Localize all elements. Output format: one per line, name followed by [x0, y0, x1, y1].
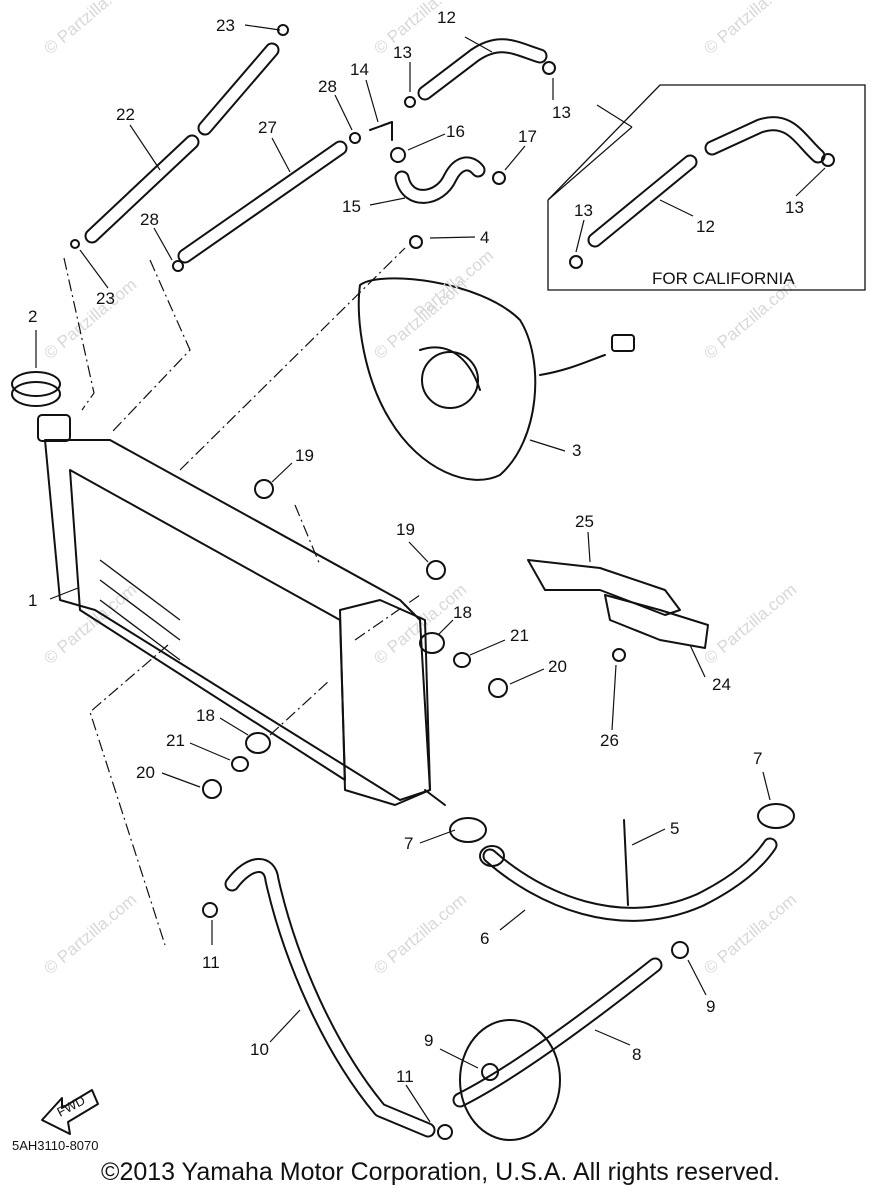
brackets: [202, 479, 709, 799]
callout-4: 4: [480, 228, 489, 247]
watermark: © Partzilla.com: [700, 580, 800, 668]
callout-28: 28: [140, 210, 159, 229]
callout-27: 27: [258, 118, 277, 137]
radiator: [37, 414, 446, 806]
callout-18: 18: [453, 603, 472, 622]
fwd-label: FWD: [54, 1093, 87, 1120]
callout-15: 15: [342, 197, 361, 216]
callout-18: 18: [196, 706, 215, 725]
reference-code: 5AH3110-8070: [12, 1138, 99, 1153]
callout-21: 21: [510, 626, 529, 645]
callout-13: 13: [552, 103, 571, 122]
callout-26: 26: [600, 731, 619, 750]
watermark: © Partzilla.com: [700, 890, 800, 978]
callout-13: 13: [393, 43, 412, 62]
callout-23: 23: [96, 289, 115, 308]
callout-24: 24: [712, 675, 731, 694]
callout-21: 21: [166, 731, 185, 750]
watermark: © Partzilla.com: [40, 275, 140, 363]
watermark: © Partzilla.com: [40, 890, 140, 978]
callout-7: 7: [753, 749, 762, 768]
callout-17: 17: [518, 127, 537, 146]
callout-19: 19: [295, 446, 314, 465]
watermark: © Partzilla.com: [700, 0, 800, 58]
callout-20: 20: [548, 657, 567, 676]
callout-2: 2: [28, 307, 37, 326]
callout-12: 12: [696, 217, 715, 236]
watermark: © Partzilla.com: [40, 0, 140, 58]
callout-16: 16: [446, 122, 465, 141]
callout-7: 7: [404, 834, 413, 853]
callout-11: 11: [396, 1067, 414, 1086]
callout-23: 23: [216, 16, 235, 35]
california-label: FOR CALIFORNIA: [652, 269, 795, 288]
watermarks: © Partzilla.com © Partzilla.com © Partzi…: [40, 0, 800, 978]
callout-6: 6: [480, 929, 489, 948]
callout-13: 13: [574, 201, 593, 220]
leader-lines: [35, 24, 826, 1123]
callout-1: 1: [28, 591, 37, 610]
callout-12: 12: [437, 8, 456, 27]
callout-3: 3: [572, 441, 581, 460]
radiator-cap: [11, 371, 61, 407]
callout-25: 25: [575, 512, 594, 531]
hoses-bottom: [202, 803, 795, 1141]
callout-22: 22: [116, 105, 135, 124]
callout-28: 28: [318, 77, 337, 96]
fwd-arrow: FWD: [41, 1089, 99, 1135]
callout-20: 20: [136, 763, 155, 782]
watermark: © Partzilla.com: [700, 275, 800, 363]
watermark: © Partzilla.com: [40, 580, 140, 668]
callout-11: 11: [202, 953, 220, 972]
callout-5: 5: [670, 819, 679, 838]
callout-8: 8: [632, 1045, 641, 1064]
copyright: ©2013 Yamaha Motor Corporation, U.S.A. A…: [101, 1158, 780, 1186]
california-inset: FOR CALIFORNIA: [547, 84, 866, 291]
callout-9: 9: [706, 997, 715, 1016]
callout-10: 10: [250, 1040, 269, 1059]
callout-19: 19: [396, 520, 415, 539]
watermark: © Partzilla.com: [370, 890, 470, 978]
callouts: 1 2 3 4 5 6 7 7 8 9 9 10 11 11 12 12 13 …: [28, 8, 804, 1086]
watermark-main: Partzilla.com: [410, 246, 497, 323]
callout-13: 13: [785, 198, 804, 217]
hoses-top: [70, 24, 556, 272]
callout-9: 9: [424, 1031, 433, 1050]
callout-14: 14: [350, 60, 369, 79]
fan-assembly: [357, 235, 635, 481]
guide-lines: [63, 247, 421, 946]
